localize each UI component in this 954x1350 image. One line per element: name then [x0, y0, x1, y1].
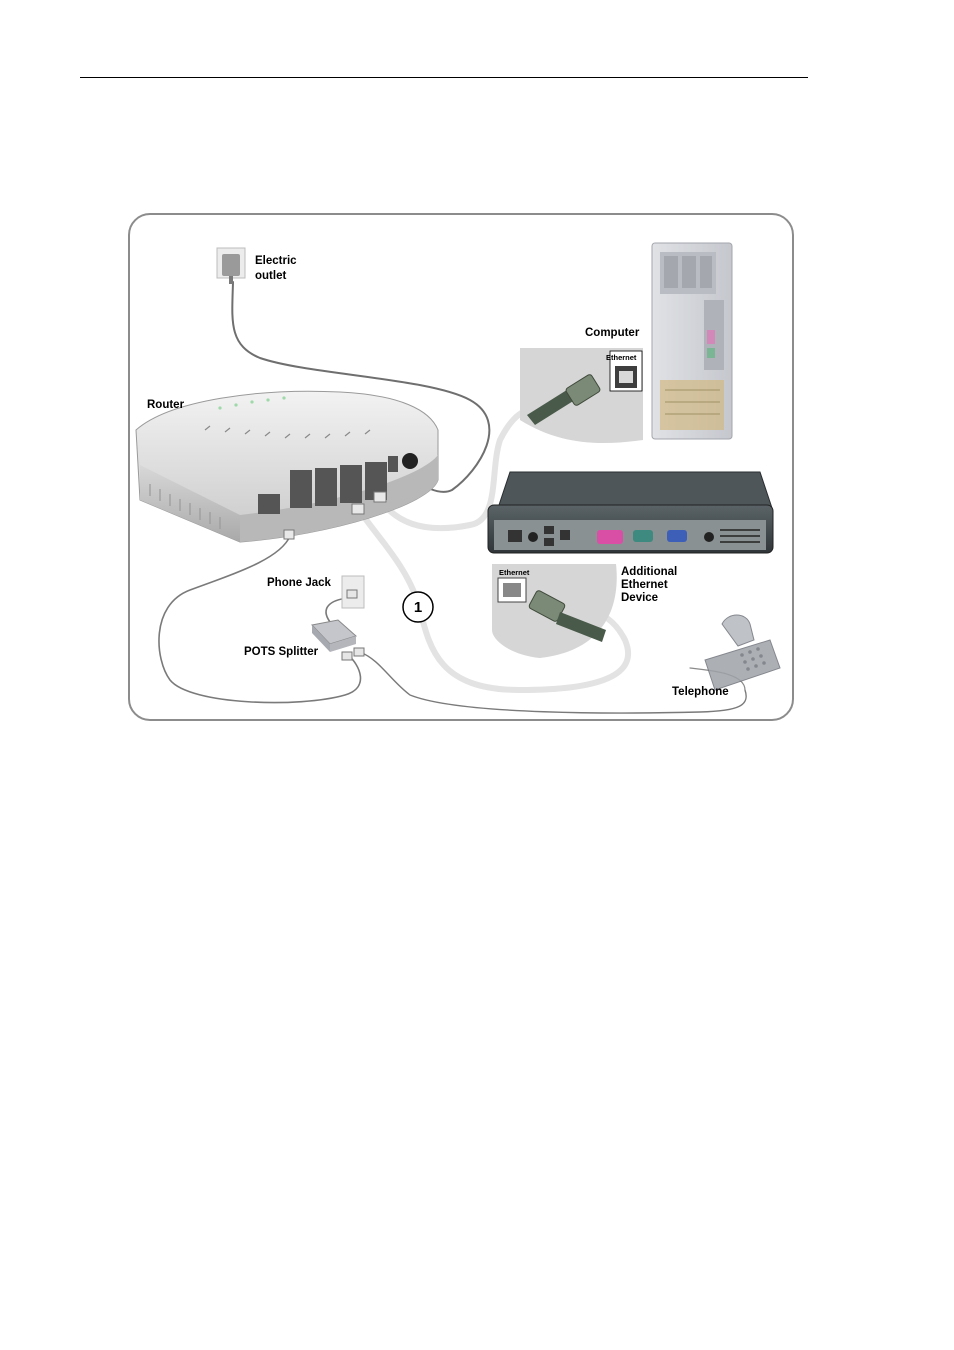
- router-dsl-cable: [159, 536, 361, 703]
- phone-jack-icon: [342, 576, 364, 608]
- ethernet-port-icon: [498, 578, 526, 602]
- router-label: Router: [147, 399, 185, 411]
- computer-label: Computer: [585, 327, 640, 339]
- computer-ethernet-label: Ethernet: [606, 353, 637, 362]
- computer-ethernet-inset: Ethernet: [520, 348, 643, 443]
- router-icon: [136, 391, 438, 542]
- telephone-label: Telephone: [672, 686, 729, 698]
- step-number-badge: 1: [403, 592, 433, 622]
- additional-device-label-line2: Ethernet: [621, 579, 668, 591]
- desktop-tower-icon: [652, 243, 732, 439]
- additional-device-label-line3: Device: [621, 592, 658, 604]
- electric-outlet-label-line2: outlet: [255, 270, 286, 282]
- pots-splitter-label: POTS Splitter: [244, 646, 319, 658]
- pots-splitter-icon: [312, 620, 364, 660]
- phone-jack-label: Phone Jack: [267, 577, 332, 589]
- electric-outlet-label-line1: Electric: [255, 255, 297, 267]
- additional-device-label-line1: Additional: [621, 566, 677, 578]
- ethernet-port-icon: [615, 366, 637, 388]
- device-ethernet-inset: Ethernet: [492, 564, 617, 658]
- splitter-phone-cable: [360, 652, 746, 713]
- telephone-icon: [705, 615, 780, 690]
- device-ethernet-label: Ethernet: [499, 568, 530, 577]
- laptop-icon: [488, 472, 773, 553]
- power-adapter-icon: [217, 248, 245, 284]
- step-number: 1: [414, 599, 422, 616]
